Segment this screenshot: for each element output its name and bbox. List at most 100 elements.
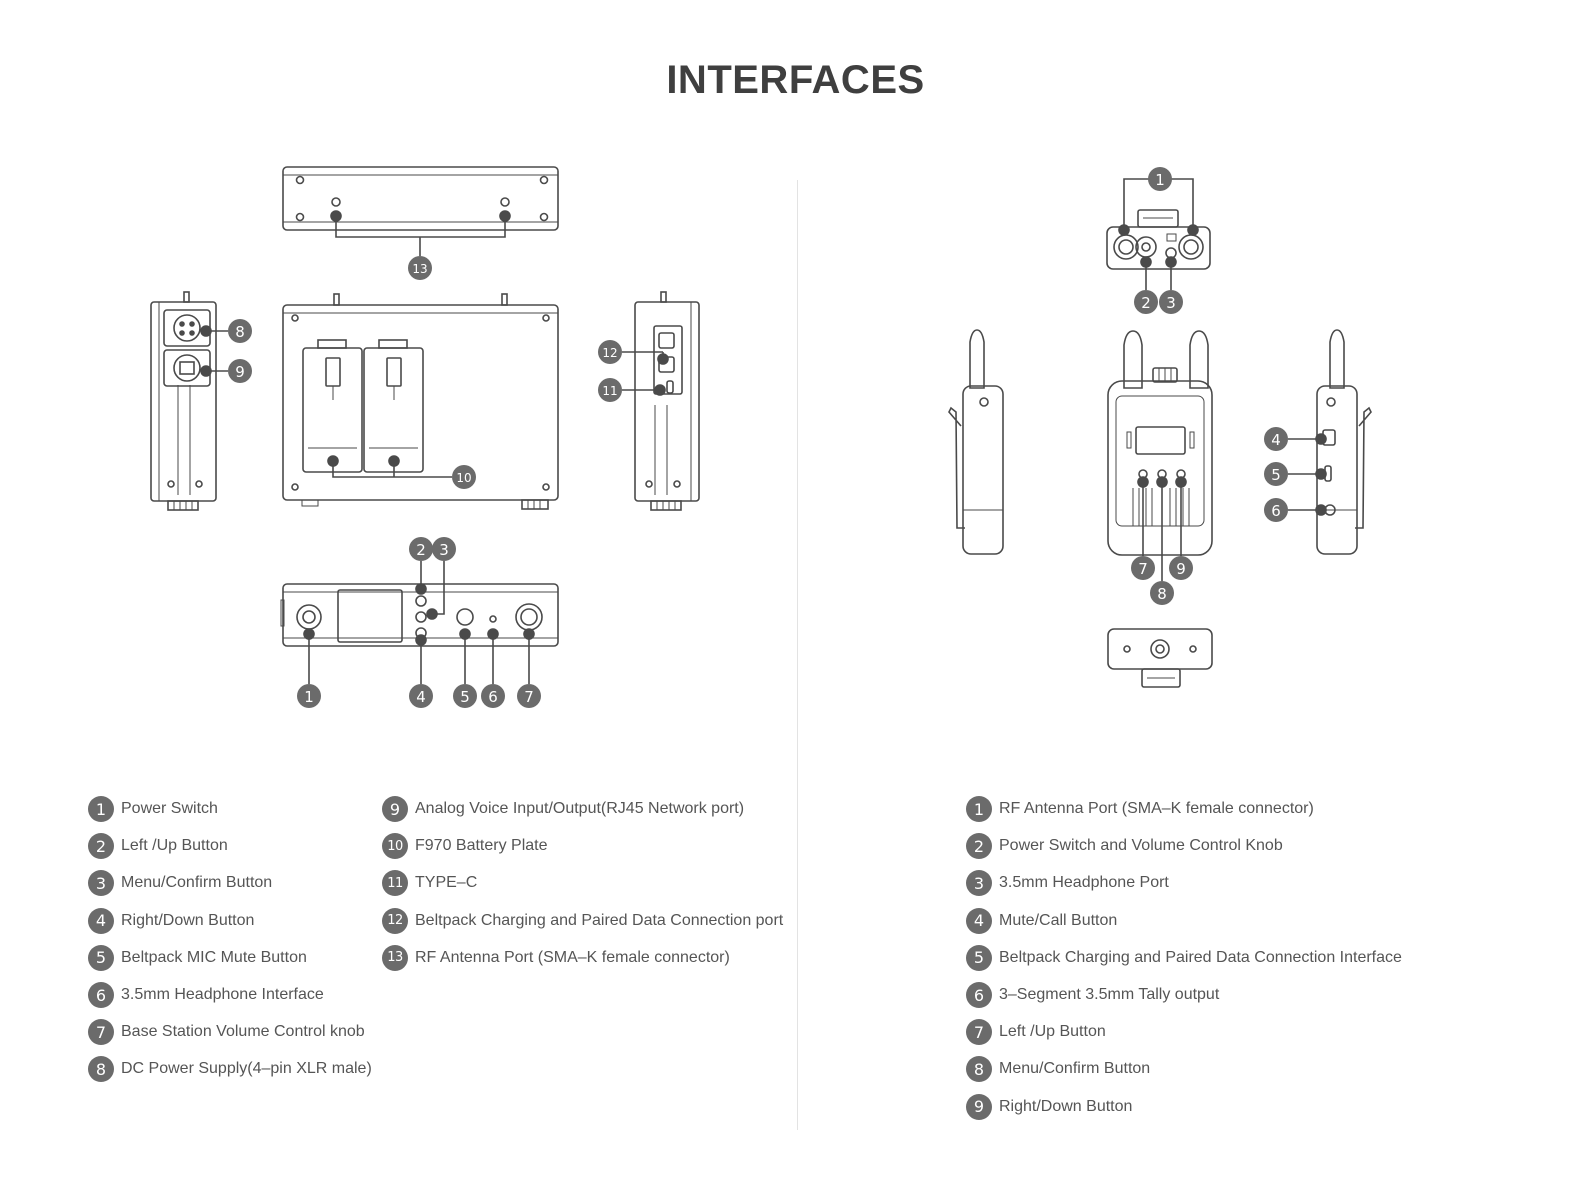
svg-text:12: 12 bbox=[602, 346, 617, 360]
legend-label: DC Power Supply(4–pin XLR male) bbox=[121, 1060, 372, 1078]
legend-number-badge: 13 bbox=[382, 944, 408, 971]
legend-item: 5 Beltpack Charging and Paired Data Conne… bbox=[966, 944, 1402, 972]
legend-label: Base Station Volume Control knob bbox=[121, 1023, 365, 1041]
legend-number-badge: 3 bbox=[88, 870, 114, 897]
callout-badge: 5 bbox=[1264, 462, 1288, 486]
legend-number-badge: 12 bbox=[382, 907, 408, 934]
legend-number-badge: 2 bbox=[88, 833, 114, 860]
callout-badge: 3 bbox=[1159, 290, 1183, 314]
callout-badge: 13 bbox=[408, 256, 432, 280]
callout-badge: 8 bbox=[1150, 581, 1174, 605]
svg-text:5: 5 bbox=[1271, 466, 1281, 484]
legend-label: Left /Up Button bbox=[999, 1023, 1106, 1041]
svg-text:6: 6 bbox=[488, 688, 498, 706]
svg-text:7: 7 bbox=[1138, 560, 1148, 578]
beltpack-top-view bbox=[1106, 178, 1211, 290]
callout-badge: 6 bbox=[1264, 498, 1288, 522]
legend-label: F970 Battery Plate bbox=[415, 837, 548, 855]
legend-item: 10 F970 Battery Plate bbox=[382, 832, 548, 860]
base-station-callouts: 13 8 9 10 12 11 2 3 1 4 5 6 7 bbox=[228, 256, 622, 708]
svg-text:4: 4 bbox=[416, 688, 426, 706]
base-station-right-view bbox=[622, 291, 700, 511]
legend-number-badge: 9 bbox=[966, 1093, 992, 1120]
callout-badge: 11 bbox=[598, 378, 622, 402]
legend-label: Beltpack Charging and Paired Data Connec… bbox=[415, 911, 784, 929]
legend-number-badge: 8 bbox=[966, 1056, 992, 1083]
page-title: INTERFACES bbox=[666, 58, 925, 102]
legend-label: 3.5mm Headphone Port bbox=[999, 874, 1169, 892]
column-divider bbox=[797, 180, 798, 1130]
callout-badge: 12 bbox=[598, 340, 622, 364]
legend-number-badge: 10 bbox=[382, 833, 408, 860]
legend-item: 8 Menu/Confirm Button bbox=[966, 1055, 1150, 1083]
callout-badge: 5 bbox=[453, 684, 477, 708]
callout-badge: 2 bbox=[409, 537, 433, 561]
beltpack-callouts: 1 2 3 4 5 6 7 9 8 bbox=[1131, 167, 1288, 605]
callout-badge: 4 bbox=[1264, 427, 1288, 451]
legend-item: 7 Left /Up Button bbox=[966, 1018, 1106, 1046]
svg-text:5: 5 bbox=[460, 688, 470, 706]
callout-badge: 4 bbox=[409, 684, 433, 708]
legend-item: 12 Beltpack Charging and Paired Data Conn… bbox=[382, 907, 783, 935]
legend-label: RF Antenna Port (SMA–K female connector) bbox=[415, 948, 730, 966]
legend-label: Menu/Confirm Button bbox=[121, 874, 273, 892]
legend-label: Beltpack Charging and Paired Data Connec… bbox=[999, 948, 1402, 966]
callout-badge: 10 bbox=[452, 465, 476, 489]
legend-number-badge: 1 bbox=[966, 796, 992, 822]
legend-number-badge: 8 bbox=[88, 1056, 114, 1083]
callout-badge: 7 bbox=[517, 684, 541, 708]
beltpack-bottom-view bbox=[1107, 628, 1213, 688]
callout-badge: 7 bbox=[1131, 556, 1155, 580]
base-station-rear-view bbox=[282, 293, 559, 510]
legend-item: 4 Mute/Call Button bbox=[966, 907, 1117, 935]
legend-number-badge: 5 bbox=[88, 944, 114, 971]
base-station-front-view bbox=[280, 561, 559, 684]
legend-item: 5 Beltpack MIC Mute Button bbox=[88, 944, 307, 972]
callout-badge: 9 bbox=[228, 359, 252, 383]
svg-text:1: 1 bbox=[1155, 171, 1165, 189]
legend-label: 3.5mm Headphone Interface bbox=[121, 986, 324, 1003]
svg-text:2: 2 bbox=[1141, 294, 1151, 312]
legend-number-badge: 11 bbox=[382, 870, 408, 897]
legend-number-badge: 5 bbox=[966, 944, 992, 971]
callout-badge: 1 bbox=[297, 684, 321, 708]
legend-number-badge: 6 bbox=[966, 982, 992, 1008]
svg-text:4: 4 bbox=[1271, 431, 1281, 449]
svg-text:1: 1 bbox=[304, 688, 314, 706]
legend-label: Menu/Confirm Button bbox=[999, 1060, 1151, 1078]
legend-label: Right/Down Button bbox=[121, 911, 255, 929]
legend-label: Left /Up Button bbox=[121, 837, 228, 855]
svg-text:7: 7 bbox=[524, 688, 534, 706]
callout-badge: 1 bbox=[1148, 167, 1172, 191]
legend-label: Analog Voice Input/Output(RJ45 Network p… bbox=[415, 800, 745, 817]
legend-item: 13 RF Antenna Port (SMA–K female connecto… bbox=[382, 944, 730, 972]
legend-label: Beltpack MIC Mute Button bbox=[121, 948, 307, 966]
callout-badge: 6 bbox=[481, 684, 505, 708]
legend-label: Power Switch and Volume Control Knob bbox=[999, 837, 1283, 855]
beltpack-left-view bbox=[948, 329, 1004, 555]
legend-number-badge: 3 bbox=[966, 870, 992, 897]
legend-item: 9 Right/Down Button bbox=[966, 1093, 1132, 1121]
base-station-top-view bbox=[282, 166, 559, 256]
legend-number-badge: 7 bbox=[966, 1019, 992, 1046]
beltpack-right-view bbox=[1288, 329, 1372, 555]
legend-label: Power Switch bbox=[121, 800, 218, 817]
callout-badge: 3 bbox=[432, 537, 456, 561]
legend-number-badge: 7 bbox=[88, 1019, 114, 1046]
svg-text:8: 8 bbox=[235, 323, 245, 341]
legend-item: 3 3.5mm Headphone Port bbox=[966, 869, 1169, 897]
base-station-left-view bbox=[150, 291, 228, 511]
svg-text:9: 9 bbox=[235, 363, 245, 381]
legend-label: Mute/Call Button bbox=[999, 911, 1118, 929]
svg-text:11: 11 bbox=[602, 384, 617, 398]
legend-number-badge: 6 bbox=[88, 982, 114, 1008]
svg-text:9: 9 bbox=[1176, 560, 1186, 578]
legend-label: Right/Down Button bbox=[999, 1097, 1133, 1115]
legend-number-badge: 4 bbox=[966, 907, 992, 934]
